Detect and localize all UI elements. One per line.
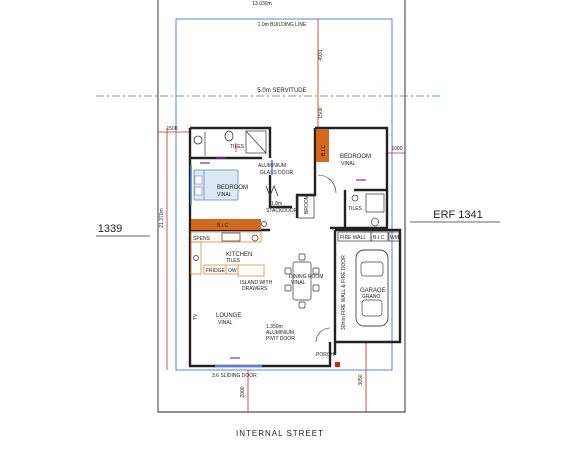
island-box <box>237 264 265 277</box>
kitchen-counter-top <box>190 231 262 243</box>
oven-label: OW <box>228 268 237 274</box>
garage-side-label: 30min FIRE WALL & FIRE DOOR <box>341 255 347 330</box>
fire-wall-label: FIRE WALL <box>340 235 366 241</box>
broom-label: BROOM <box>304 195 310 214</box>
glass-door-label-2: GLASS DOOR <box>260 170 293 176</box>
ensuite-shower <box>365 193 385 213</box>
kitchen-stove-icon <box>193 255 199 261</box>
broom-cupboard <box>297 195 315 219</box>
bic1-marker <box>261 221 267 227</box>
dim-right-offset: 1000 <box>391 146 402 152</box>
dim-left-offset: 1500 <box>166 126 177 132</box>
spens-label: SPENS <box>193 236 211 242</box>
pivot-label-3: PIVIT DOOR <box>266 336 295 342</box>
garage-car-roof <box>361 299 383 317</box>
garage-car-window <box>360 261 384 277</box>
dining-table <box>292 261 312 301</box>
island-label-2: DRAWERS <box>242 286 268 292</box>
pivot-label-1: 1.350m <box>266 324 283 330</box>
kitchen-sink-icon <box>251 234 259 242</box>
servitude-label: 5.0m SERVITUDE <box>257 88 306 94</box>
bedroom1-pillow-2 <box>194 186 203 196</box>
dining-chair-6 <box>298 301 306 309</box>
lounge-floor: VINAL <box>218 320 233 326</box>
dim-north-offset: 4931 <box>318 49 324 60</box>
dim-top-width: 13.030m <box>252 1 271 7</box>
dining-chair-1 <box>284 267 292 275</box>
bic3-label: B.I.C <box>373 235 385 241</box>
dim-mid-offset: 1500 <box>318 107 324 118</box>
dining-chair-3 <box>312 267 320 275</box>
porch-column <box>335 362 340 367</box>
stackdoor-label-2: STACKDOOR <box>266 208 298 214</box>
bic2-label: B.I.C <box>321 144 327 156</box>
bedroom1-pillow <box>194 175 203 185</box>
garage-floor: GRANO <box>362 294 380 300</box>
garage-car-outline <box>355 249 389 327</box>
bic2-cupboard <box>316 129 329 162</box>
wm-box <box>388 231 400 242</box>
kitchen-floor: TILES <box>226 258 241 264</box>
stackdoor-zigzag <box>265 184 279 198</box>
kitchen-counter-side <box>190 241 202 275</box>
pivot-door-swing <box>315 327 331 343</box>
tv-label: TV <box>193 313 199 320</box>
lounge-name: LOUNGE <box>216 313 241 319</box>
island-label-1: ISLAND WITH <box>240 280 273 286</box>
building-line-label: 1.0m BUILDING LINE <box>258 22 307 28</box>
garage-name: GARAGE <box>360 288 386 294</box>
sliding-door-label: 3.6 SLIDING DOOR <box>212 373 257 379</box>
neighbour-left-label: 1339 <box>98 223 122 235</box>
dining-chair-2 <box>284 284 292 292</box>
dining-chair-4 <box>312 284 320 292</box>
wm-label: WM <box>390 235 399 241</box>
bic3-box <box>370 231 389 242</box>
bath-shower <box>245 130 267 154</box>
building-line-rect <box>175 18 393 371</box>
bedroom2-floor: VINAL <box>341 161 356 167</box>
bedroom1-floor: VINAL <box>217 192 232 198</box>
bic1-cupboard <box>191 219 261 230</box>
bath-basin-icon <box>193 135 203 145</box>
pivot-label-2: ALUMINIUM <box>266 330 294 336</box>
fridge-label: FRIDGE <box>206 268 226 274</box>
garage-walls <box>333 228 402 355</box>
dining-floor: VINAL <box>291 280 306 286</box>
dining-chair-5 <box>298 253 306 261</box>
stackdoor-label-1: 1.8m <box>271 201 282 207</box>
bedroom2-name: BEDROOM <box>340 154 371 160</box>
street-label: INTERNAL STREET <box>236 429 324 438</box>
dim-left-height: 21.370m <box>159 208 165 227</box>
property-boundary <box>157 0 406 413</box>
kitchen-name: KITCHEN <box>226 252 252 258</box>
bath-shower-diag <box>245 130 267 154</box>
dim-south-right: 3050 <box>358 374 364 385</box>
dining-name: DINING ROOM <box>289 274 323 280</box>
bedroom2-door-swing <box>317 174 337 194</box>
bath-toilet-icon <box>224 130 234 142</box>
kitchen-hob <box>221 232 241 242</box>
ensuite-toilet-icon <box>371 217 379 227</box>
dim-south-left: 2000 <box>240 386 246 397</box>
porch-label: PORCH <box>316 352 334 358</box>
bedroom1-name: BEDROOM <box>217 185 248 191</box>
ensuite-walls <box>330 190 389 230</box>
bath-tiles-label: TILES <box>230 144 245 150</box>
bic1-label: B.I.C <box>217 223 229 229</box>
ensuite-basin-icon <box>351 194 359 202</box>
ensuite-tiles-label: TILES <box>348 206 363 212</box>
neighbour-right-label: ERF 1341 <box>433 209 483 221</box>
